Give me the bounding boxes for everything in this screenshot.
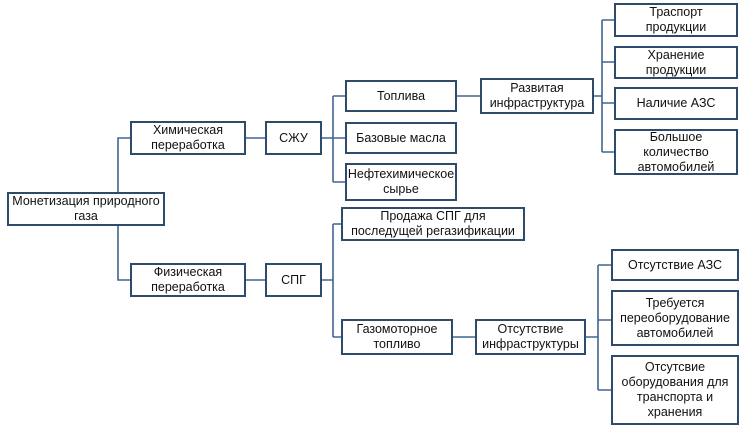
node-root: Монетизация природного газа	[7, 192, 165, 226]
node-no-fuel-stations: Отсутствие АЗС	[611, 249, 739, 281]
link-lng-uses	[322, 223, 341, 338]
link-root-branches	[117, 137, 130, 281]
node-many-cars: Большое количество автомобилей	[614, 129, 738, 175]
node-no-infrastructure: Отсутствие инфраструктуры	[475, 319, 586, 355]
node-lng-sale: Продажа СПГ для последущей регазификации	[341, 207, 525, 241]
node-developed-infrastructure: Развитая инфраструктура	[480, 78, 594, 114]
node-product-storage: Хранение продукции	[614, 46, 738, 79]
node-physical-processing: Физическая переработка	[130, 263, 246, 297]
link-noinfra-requirements	[586, 264, 611, 391]
node-base-oils: Базовые масла	[345, 122, 457, 154]
node-vehicle-retrofit: Требуется переоборудование автомобилей	[611, 290, 739, 346]
node-gtl: СЖУ	[265, 121, 322, 155]
node-no-equipment: Отсутсвие оборудования для транспорта и …	[611, 355, 739, 425]
link-gtl-products	[322, 95, 345, 183]
node-product-transport: Траспорт продукции	[614, 3, 738, 37]
node-gas-motor-fuel: Газомоторное топливо	[341, 319, 453, 355]
node-lng: СПГ	[265, 263, 322, 297]
node-fuels: Топлива	[345, 80, 457, 112]
node-chemical-processing: Химическая переработка	[130, 121, 246, 155]
node-fuel-stations: Наличие АЗС	[614, 87, 738, 120]
node-petrochemical-feedstock: Нефтехимическое сырье	[345, 163, 457, 201]
link-infra-conditions	[594, 19, 614, 153]
